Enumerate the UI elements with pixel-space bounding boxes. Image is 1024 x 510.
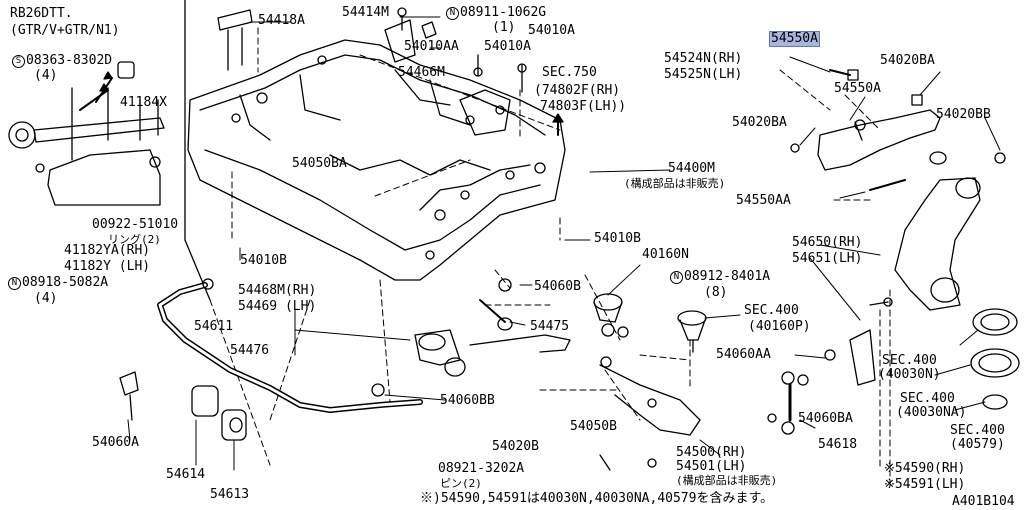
part-54400m[interactable]: 54400M (668, 161, 715, 176)
sec-400-b-ref: (40030N) (878, 367, 941, 382)
part-54050b[interactable]: 54050B (570, 419, 617, 434)
part-54414m[interactable]: 54414M (342, 5, 389, 20)
part-54591[interactable]: ※54591(LH) (884, 477, 966, 492)
qty-08911: (1) (492, 20, 516, 35)
nut-marker-icon: N (670, 271, 683, 284)
part-54501[interactable]: 54501(LH) (676, 459, 747, 474)
part-54468m[interactable]: 54468M(RH) (238, 283, 317, 298)
part-74803f[interactable]: 74803F(LH)) (540, 99, 627, 114)
service-parts-marker-icon: S (12, 55, 25, 68)
part-54618[interactable]: 54618 (818, 437, 858, 452)
part-54010a-1[interactable]: 54010A (484, 39, 531, 54)
part-54020ba-2[interactable]: 54020BA (732, 115, 787, 130)
sec-400-b[interactable]: SEC.400 (882, 353, 937, 368)
sec-400-a[interactable]: SEC.400 (744, 303, 799, 318)
pin-note: ピン(2) (440, 477, 482, 490)
part-54020b[interactable]: 54020B (492, 439, 539, 454)
inset-lateral-link (8, 61, 165, 206)
part-54550aa[interactable]: 54550AA (736, 193, 791, 208)
compression-rod-bushing (414, 278, 571, 377)
part-41184x[interactable]: 41184X (120, 95, 167, 110)
part-54613[interactable]: 54613 (210, 487, 250, 502)
upper-arm (790, 69, 1006, 191)
wheel-bearing-parts (970, 308, 1020, 410)
part-54475[interactable]: 54475 (530, 319, 570, 334)
inset-bolt-qty: (4) (34, 68, 58, 83)
part-54525n[interactable]: 54525N(LH) (664, 67, 743, 82)
part-41182y[interactable]: 41182Y (LH) (64, 259, 151, 274)
part-08921-3202a[interactable]: 08921-3202A (438, 461, 525, 476)
nut-marker-icon: N (446, 7, 459, 20)
ring-note: リング(2) (108, 233, 161, 246)
stabilizer-bar (119, 278, 423, 441)
part-41182ya[interactable]: 41182YA(RH) (64, 243, 151, 258)
front-subframe (187, 39, 566, 281)
footnote: ※)54590,54591は40030N,40030NA,40579を含みます。 (420, 491, 774, 506)
inset-frame (184, 0, 211, 301)
part-54550a-2[interactable]: 54550A (834, 81, 881, 96)
qty-08912: (8) (704, 285, 728, 300)
inset-nut-qty: (4) (34, 291, 58, 306)
part-54010aa[interactable]: 54010AA (404, 39, 459, 54)
stabilizer-link (767, 349, 836, 435)
part-54010b-1[interactable]: 54010B (240, 253, 287, 268)
nut-marker-icon: N (8, 277, 21, 290)
part-54651[interactable]: 54651(LH) (792, 251, 863, 266)
part-54650[interactable]: 54650(RH) (792, 235, 863, 250)
54400m-not-sold-note: (構成部品は非販売) (624, 177, 726, 190)
part-54060ba[interactable]: 54060BA (798, 411, 853, 426)
steering-knuckle (849, 177, 981, 386)
part-54010b-2[interactable]: 54010B (594, 231, 641, 246)
sec-400-a-ref: (40160P) (748, 319, 811, 334)
part-54466m[interactable]: 54466M (398, 65, 445, 80)
guide-lines (209, 27, 891, 491)
sec-400-d[interactable]: SEC.400 (950, 423, 1005, 438)
inset-model-label: RB26DTT. (10, 6, 73, 21)
sec-400-c-ref: (40030NA) (896, 405, 967, 420)
part-54010a-2[interactable]: 54010A (528, 23, 575, 38)
inset-variant-label: (GTR/V+GTR/N1) (10, 23, 120, 38)
part-54524n[interactable]: 54524N(RH) (664, 51, 743, 66)
part-54060aa[interactable]: 54060AA (716, 347, 771, 362)
part-54500[interactable]: 54500(RH) (676, 445, 747, 460)
leader-lines (127, 16, 1001, 471)
part-54550a-highlighted[interactable]: 54550A (769, 31, 820, 47)
part-54050ba[interactable]: 54050BA (292, 156, 347, 171)
part-54418a[interactable]: 54418A (258, 13, 305, 28)
part-54590[interactable]: ※54590(RH) (884, 461, 966, 476)
part-54469[interactable]: 54469 (LH) (238, 299, 317, 314)
lower-arm-assembly (593, 293, 707, 471)
part-54020bb[interactable]: 54020BB (936, 107, 991, 122)
part-54060bb[interactable]: 54060BB (440, 393, 495, 408)
part-54060a[interactable]: 54060A (92, 435, 139, 450)
part-54060b[interactable]: 54060B (534, 279, 581, 294)
54501-not-sold-note: (構成部品は非販売) (676, 474, 778, 487)
part-54020ba-1[interactable]: 54020BA (880, 53, 935, 68)
upper-brackets (217, 7, 564, 136)
part-54614[interactable]: 54614 (166, 467, 206, 482)
part-54611[interactable]: 54611 (194, 319, 234, 334)
diagram-id: A401B104 (952, 494, 1015, 509)
part-54476[interactable]: 54476 (230, 343, 270, 358)
sec-400-d-ref: (40579) (950, 437, 1005, 452)
part-00922-51010[interactable]: 00922-51010 (92, 217, 179, 232)
sec-400-c[interactable]: SEC.400 (900, 391, 955, 406)
sec-750[interactable]: SEC.750 (542, 65, 597, 80)
part-74802f[interactable]: (74802F(RH) (534, 83, 621, 98)
part-40160n[interactable]: 40160N (642, 247, 689, 262)
